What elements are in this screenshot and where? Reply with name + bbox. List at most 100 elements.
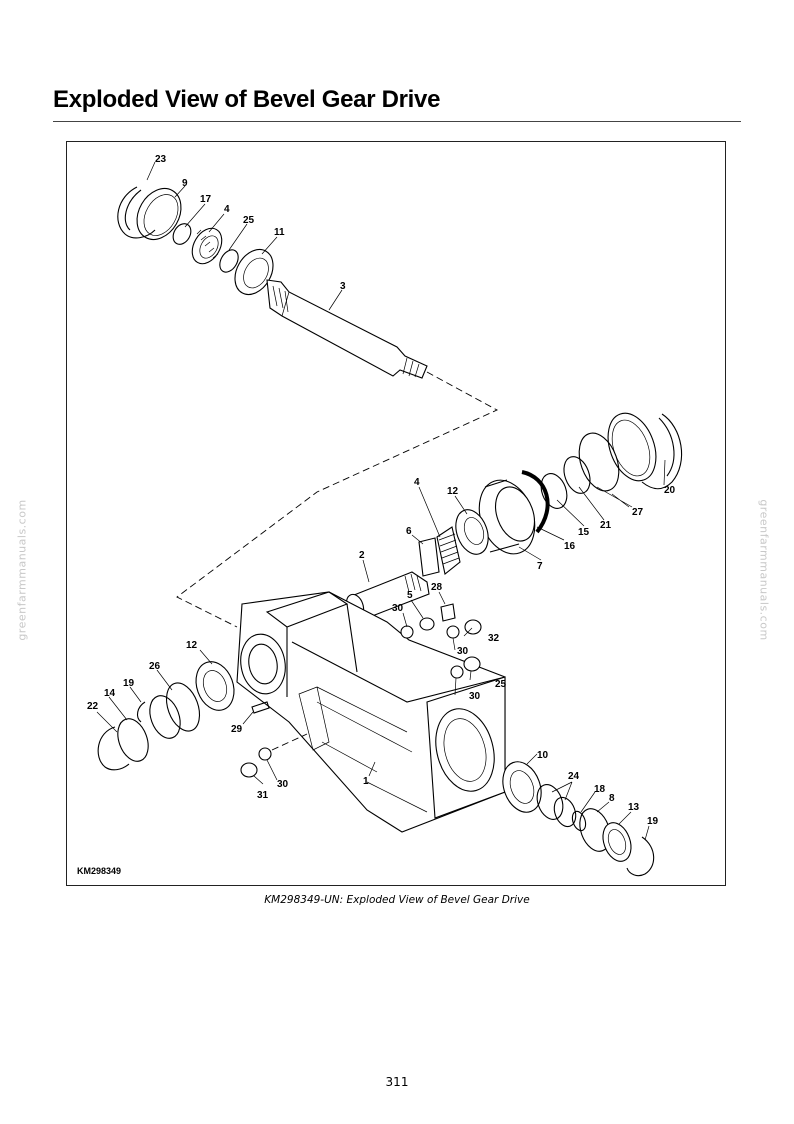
callout-31: 31 [257, 790, 269, 801]
callout-7: 7 [537, 561, 543, 572]
callout-2: 2 [359, 550, 365, 561]
seal-13 [602, 822, 632, 862]
ring-24b [553, 796, 577, 828]
snap-ring-20 [641, 413, 683, 490]
callout-29: 29 [231, 724, 243, 735]
callout-13: 13 [628, 802, 640, 813]
callout-30-c: 30 [469, 691, 481, 702]
washer-30d [258, 747, 272, 761]
callout-8: 8 [609, 793, 615, 804]
housing-1-left-bore-inner [248, 643, 278, 685]
bearing-4-upper-inner [199, 235, 219, 259]
callout-1: 1 [363, 776, 369, 787]
plug-31 [240, 762, 258, 778]
shaft-2-splines [404, 573, 422, 593]
page-number: 311 [385, 1075, 409, 1089]
snap-ring-23-inner [124, 189, 142, 231]
washer-30c [450, 665, 464, 679]
housing-1-right-bore [435, 708, 495, 792]
exploded-view-figure: 23 9 17 4 25 11 3 20 27 21 15 16 7 12 4 … [66, 141, 726, 886]
plug-5 [419, 617, 435, 631]
assembly-dash-line [176, 371, 499, 628]
callout-12-lower: 12 [186, 640, 198, 651]
callout-3: 3 [340, 281, 346, 292]
callout-labels: 23 9 17 4 25 11 3 20 27 21 15 16 7 12 4 … [87, 154, 676, 827]
figure-caption: KM298349-UN: Exploded View of Bevel Gear… [264, 894, 530, 906]
ring-26b [149, 695, 181, 739]
housing-1 [236, 591, 506, 833]
ring-25-upper [219, 249, 239, 273]
title-rule [53, 121, 741, 122]
callout-17: 17 [200, 194, 212, 205]
callout-15: 15 [578, 527, 590, 538]
watermark-left: greenfarmmanuals.com [15, 499, 29, 641]
ring-18 [571, 810, 587, 832]
ring-17 [172, 223, 192, 245]
bearing-cup-7-edges [484, 479, 520, 553]
callout-30-b: 30 [457, 646, 469, 657]
housing-1-edges [286, 603, 506, 703]
callout-25-lower: 25 [495, 679, 507, 690]
lower-right-ring-assembly [502, 761, 655, 877]
callout-25-upper: 25 [243, 215, 255, 226]
callout-23: 23 [155, 154, 167, 165]
ring-21 [563, 456, 591, 494]
callout-32: 32 [488, 633, 500, 644]
housing-1-pad [298, 686, 330, 751]
exploded-view-drawing: 23 9 17 4 25 11 3 20 27 21 15 16 7 12 4 … [77, 154, 683, 877]
callout-26: 26 [149, 661, 161, 672]
seal-13-inner [607, 829, 627, 855]
snap-ring-22 [97, 726, 130, 771]
callout-30-a: 30 [392, 603, 404, 614]
bevel-gear-4-teeth [438, 533, 460, 565]
callout-30-d: 30 [277, 779, 289, 790]
figure-id: KM298349 [77, 866, 121, 876]
ring-19a [136, 701, 146, 723]
snap-ring-20-inner [658, 417, 675, 477]
plug-28 [440, 603, 456, 622]
ring-9-inner [143, 194, 179, 236]
gear-6 [418, 537, 440, 577]
left-ring-assembly [97, 661, 308, 778]
ring-14 [117, 718, 149, 762]
snap-ring-23 [117, 186, 156, 239]
callout-6: 6 [406, 526, 412, 537]
ring-26a [165, 682, 201, 732]
callout-14: 14 [104, 688, 116, 699]
callout-5: 5 [407, 590, 413, 601]
callout-27: 27 [632, 507, 644, 518]
ring-9 [136, 188, 182, 240]
shaft-3 [266, 279, 428, 379]
callout-4-upper: 4 [224, 204, 230, 215]
housing-1-right-bore-inner [443, 718, 487, 782]
snap-ring-19b [626, 836, 655, 877]
bearing-12-upper-inner [463, 517, 485, 545]
callout-11: 11 [274, 227, 285, 238]
callout-10: 10 [537, 750, 549, 761]
callout-12-upper: 12 [447, 486, 459, 497]
plug-25 [463, 656, 481, 672]
bearing-12-lower-inner [202, 670, 228, 702]
ring-16 [521, 470, 550, 534]
callout-18: 18 [594, 784, 606, 795]
callout-4-lower: 4 [414, 477, 420, 488]
callout-28: 28 [431, 582, 443, 593]
bearing-11-inner [243, 257, 269, 289]
callout-16: 16 [564, 541, 576, 552]
callout-22: 22 [87, 701, 99, 712]
upper-shaft-assembly [117, 186, 499, 628]
watermark-right: greenfarmmanuals.com [757, 499, 771, 641]
ring-15 [540, 473, 568, 509]
fittings [400, 603, 482, 679]
bearing-10-inner [509, 770, 535, 804]
page-title: Exploded View of Bevel Gear Drive [53, 86, 441, 113]
washer-30a [400, 625, 414, 639]
shaft-3-step [281, 291, 290, 317]
housing-1-ribs [316, 686, 428, 813]
plug-32 [464, 619, 482, 635]
bearing-4-upper [191, 227, 223, 265]
bearing-12-lower [195, 661, 235, 711]
plug-31-dash [271, 733, 308, 751]
ring-27a [607, 412, 657, 482]
right-ring-assembly [345, 412, 683, 619]
